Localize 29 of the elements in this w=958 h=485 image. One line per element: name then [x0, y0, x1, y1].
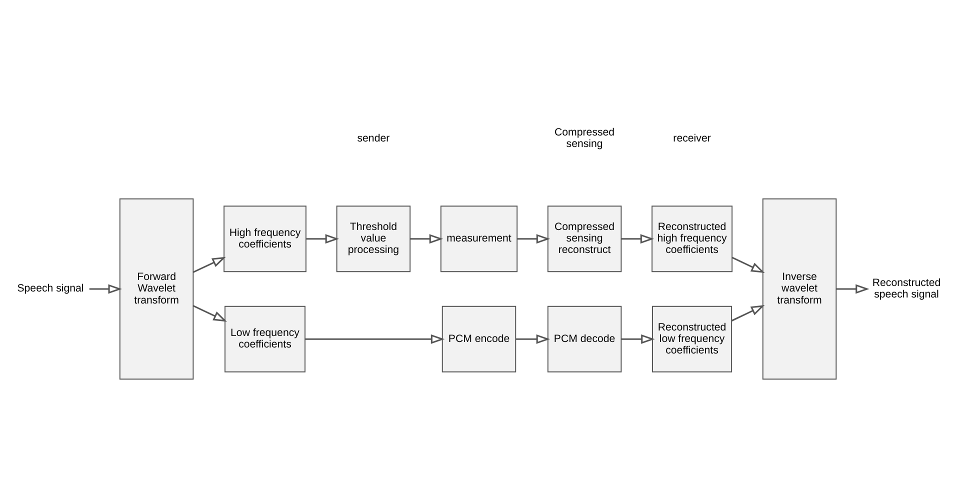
node-box: Forward Wavelet transform: [119, 198, 194, 380]
node-text: Reconstructed speech signal: [872, 276, 941, 300]
node-box: Compressed sensing reconstruct: [547, 206, 622, 272]
node-text: Speech signal: [17, 282, 84, 295]
arrow: [192, 305, 227, 322]
label: sender: [357, 132, 390, 144]
arrow: [306, 234, 340, 244]
node-box: PCM encode: [442, 306, 516, 372]
arrow: [516, 334, 550, 344]
node-box: Inverse wavelet transform: [762, 198, 837, 380]
node-box: Threshold value processing: [336, 206, 411, 272]
arrow: [89, 284, 122, 294]
node-box: PCM decode: [547, 306, 622, 372]
label: receiver: [673, 132, 711, 144]
arrow: [305, 334, 445, 344]
arrow: [731, 305, 765, 322]
arrow: [410, 234, 444, 244]
node-box: High frequency coefficients: [224, 206, 306, 272]
arrow: [836, 284, 870, 294]
arrow: [192, 256, 226, 273]
node-box: Low frequency coefficients: [224, 306, 306, 372]
node-box: measurement: [440, 206, 518, 272]
arrow: [621, 234, 654, 244]
node-box: Reconstructed high frequency coefficients: [652, 206, 733, 272]
node-box: Reconstructed low frequency coefficients: [652, 306, 732, 372]
arrow: [621, 334, 655, 344]
label: Compressed sensing: [554, 126, 615, 150]
arrow: [517, 234, 550, 244]
arrow: [732, 256, 765, 273]
